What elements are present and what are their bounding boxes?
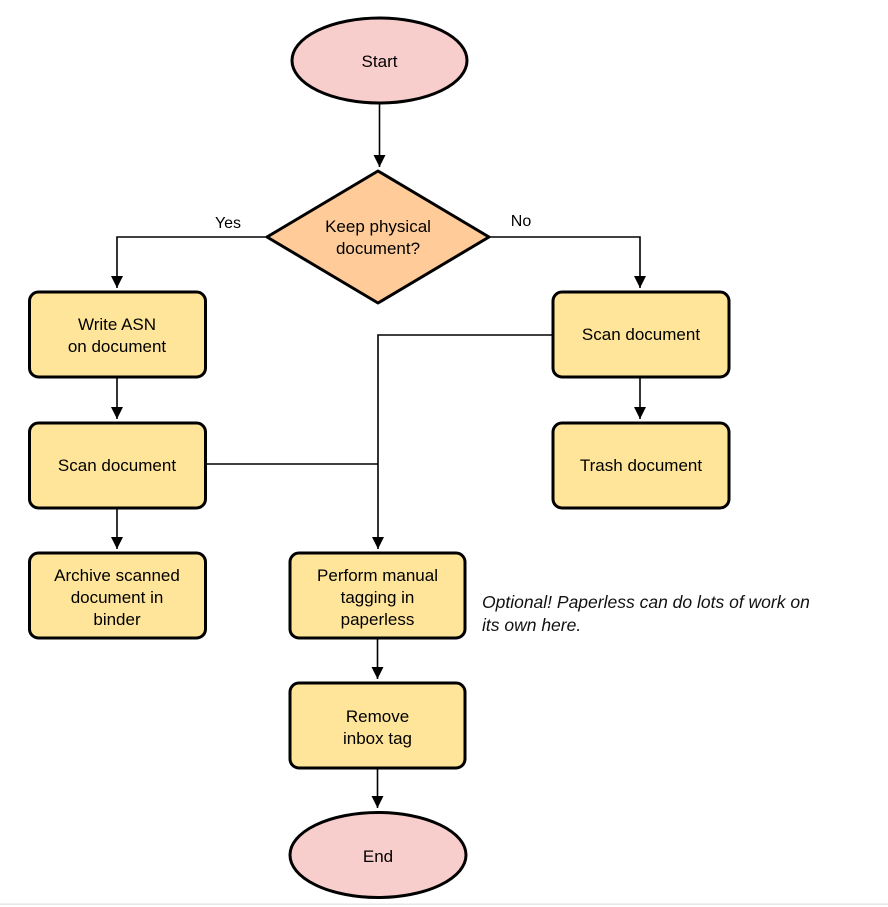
page-bottom-divider	[0, 903, 888, 905]
node-trash	[551, 421, 731, 510]
node-write-asn	[28, 290, 207, 379]
node-tagging	[288, 551, 467, 640]
node-write-asn-line2: on document	[68, 337, 167, 356]
edge-label-yes: Yes	[215, 215, 241, 232]
node-remove-inbox-line1: Remove	[346, 707, 409, 726]
node-scan-left-label: Scan document	[58, 456, 176, 475]
node-decision	[265, 169, 491, 305]
node-decision-line1: Keep physical	[325, 217, 431, 236]
edge-label-no: No	[511, 213, 532, 230]
node-write-asn-line1: Write ASN	[78, 315, 156, 334]
node-archive-line1: Archive scanned	[54, 566, 180, 585]
edge-decision-no	[489, 236, 646, 288]
node-archive-line3: binder	[93, 610, 141, 629]
node-tagging-line2: tagging in	[341, 588, 415, 607]
node-remove-inbox	[288, 681, 467, 770]
node-tagging-line1: Perform manual	[317, 566, 438, 585]
node-end-label: End	[363, 847, 393, 866]
node-end	[288, 811, 468, 899]
node-tagging-line3: paperless	[341, 610, 415, 629]
node-archive-line2: document in	[71, 588, 164, 607]
annotation-line2: its own here.	[482, 615, 581, 635]
node-scan-left	[28, 421, 207, 510]
edge-decision-yes	[111, 236, 267, 288]
node-scan-right	[551, 290, 731, 379]
node-trash-label: Trash document	[580, 456, 702, 475]
node-decision-line2: document?	[336, 239, 420, 258]
annotation-line1: Optional! Paperless can do lots of work …	[482, 592, 810, 612]
node-scan-right-label: Scan document	[582, 325, 700, 344]
edge-scanright-to-tagging	[372, 334, 553, 549]
node-archive	[28, 551, 207, 640]
node-remove-inbox-line2: inbox tag	[343, 729, 412, 748]
node-start	[290, 16, 469, 105]
node-start-label: Start	[362, 52, 398, 71]
